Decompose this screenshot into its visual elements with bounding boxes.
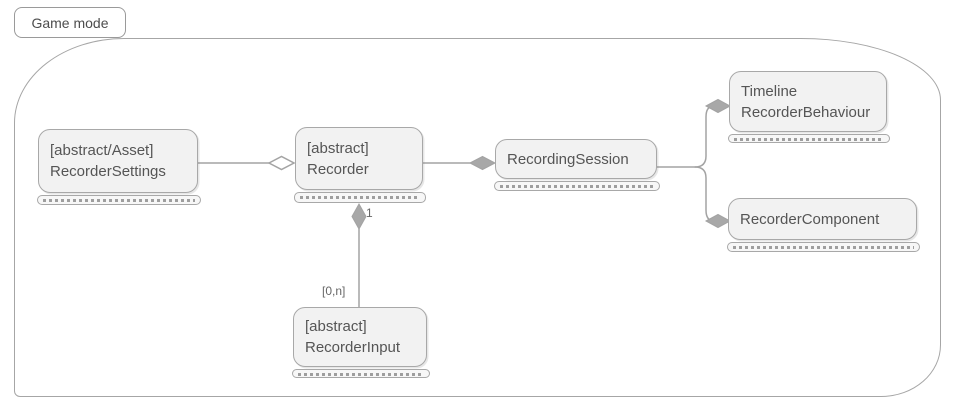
node-annotation-strip bbox=[37, 195, 201, 205]
composition-diamond-icon bbox=[704, 213, 732, 229]
scribble-dashes bbox=[500, 184, 654, 188]
scribble-dashes bbox=[300, 195, 420, 199]
node-box: [abstract] Recorder bbox=[295, 127, 423, 190]
node-box: [abstract] RecorderInput bbox=[293, 307, 427, 367]
node-title-line1: Timeline bbox=[741, 82, 798, 100]
node-title: RecorderInput bbox=[305, 339, 401, 356]
scribble-dashes bbox=[298, 372, 424, 376]
node-title-line2: RecorderBehaviour bbox=[741, 103, 871, 121]
node-box: Timeline RecorderBehaviour bbox=[729, 71, 887, 132]
multiplicity-label-target: [0,n] bbox=[322, 284, 346, 298]
scribble-dashes bbox=[734, 137, 884, 141]
multiplicity-label-source: 1 bbox=[366, 206, 373, 220]
aggregation-diamond-icon bbox=[267, 155, 296, 171]
node-title: Recorder bbox=[307, 160, 369, 178]
node-stereotype: [abstract/Asset] bbox=[50, 142, 154, 159]
node-annotation-strip bbox=[494, 181, 660, 191]
node-title: RecorderComponent bbox=[740, 210, 880, 228]
edge-session-component bbox=[694, 166, 715, 222]
node-annotation-strip bbox=[728, 134, 890, 143]
composition-diamond-icon bbox=[704, 98, 732, 114]
node-annotation-strip bbox=[294, 192, 426, 203]
node-annotation-strip bbox=[727, 242, 920, 252]
node-stereotype: [abstract] bbox=[305, 318, 367, 335]
game-mode-label: Game mode bbox=[31, 14, 109, 31]
node-box: RecorderComponent bbox=[728, 198, 917, 240]
node-stereotype: [abstract] bbox=[307, 139, 369, 157]
node-title: RecorderSettings bbox=[50, 163, 166, 180]
game-mode-frame bbox=[14, 38, 941, 397]
composition-diamond-icon bbox=[351, 202, 367, 231]
node-box: RecordingSession bbox=[495, 139, 657, 179]
composition-diamond-icon bbox=[468, 155, 497, 171]
game-mode-label-tab: Game mode bbox=[14, 7, 126, 38]
node-box: [abstract/Asset] RecorderSettings bbox=[38, 129, 198, 193]
edge-session-timeline bbox=[656, 105, 715, 168]
scribble-dashes bbox=[733, 245, 914, 249]
scribble-dashes bbox=[43, 198, 195, 202]
node-annotation-strip bbox=[292, 369, 430, 378]
node-title: RecordingSession bbox=[507, 150, 629, 168]
